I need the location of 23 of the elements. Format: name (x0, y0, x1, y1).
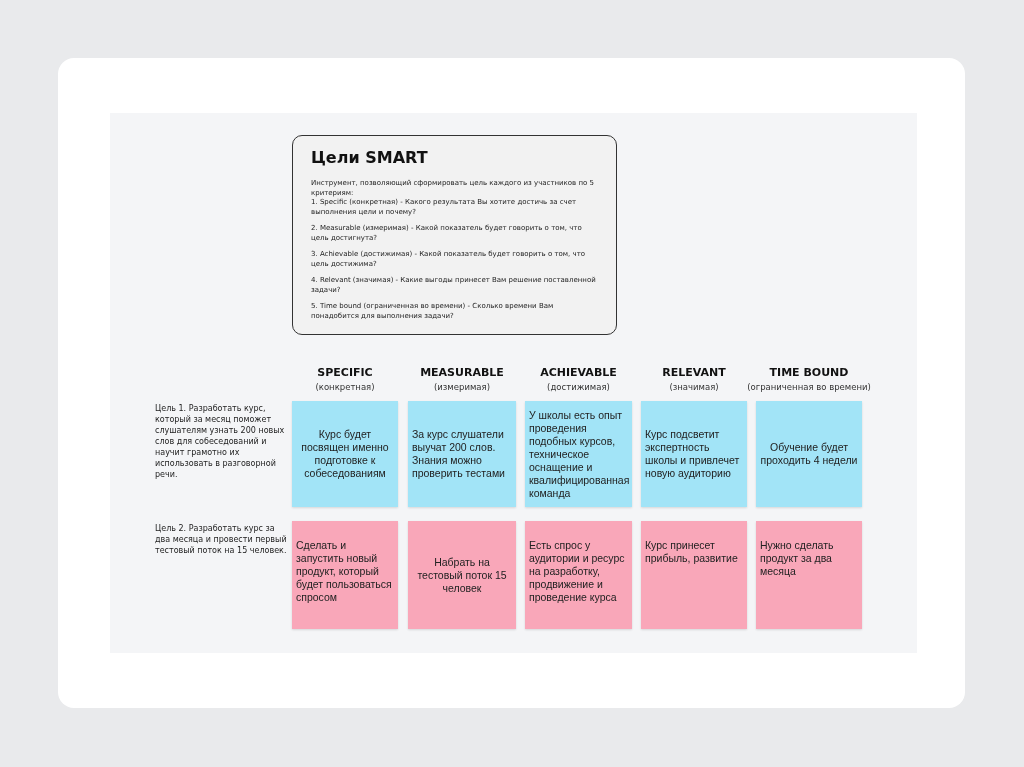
info-card (292, 135, 617, 335)
column-subtitle: (достижимая) (546, 382, 611, 392)
row-label: Цель 2. Разработать курс за два месяца и провести первый тестовый поток на 15 человек. (155, 523, 287, 556)
sticky-note: У школы есть опыт проведения подобных курсов, техническое оснащение и квалифицированная команда (525, 401, 632, 507)
sticky-note: Сделать и запустить новый продукт, который будет пользоваться спросом (292, 521, 398, 629)
sticky-note: Есть спрос у аудитории и ресурс на разработку, продвижение и проведение курса (525, 521, 632, 629)
column-subtitle: (ограниченная во времени) (746, 382, 872, 392)
column-subtitle: (измеримая) (433, 382, 491, 392)
column-heading: MEASURABLE (419, 366, 505, 379)
column-heading: RELEVANT (661, 366, 727, 379)
sticky-note: Обучение будет проходить 4 недели (756, 401, 862, 507)
sticky-note: За курс слушатели выучат 200 слов. Знания можно проверить тестами (408, 401, 516, 507)
sticky-note: Курс подсветит экспертность школы и привлечет новую аудиторию (641, 401, 747, 507)
sticky-note: Курс будет посвящен именно подготовке к собеседованиям (292, 401, 398, 507)
sticky-note: Набрать на тестовый поток 15 человек (408, 521, 516, 629)
column-heading: SPECIFIC (316, 366, 374, 379)
sticky-note: Нужно сделать продукт за два месяца (756, 521, 862, 629)
row-label: Цель 1. Разработать курс, который за месяц поможет слушателям узнать 200 новых слов для собеседований и научит грамотно их использовать в разговорной речи. (155, 403, 286, 480)
column-heading: TIME BOUND (768, 366, 850, 379)
column-subtitle: (конкретная) (314, 382, 376, 392)
card-title: Цели SMART (311, 148, 429, 167)
column-heading: ACHIEVABLE (539, 366, 618, 379)
sticky-note: Курс принесет прибыль, развитие (641, 521, 747, 629)
